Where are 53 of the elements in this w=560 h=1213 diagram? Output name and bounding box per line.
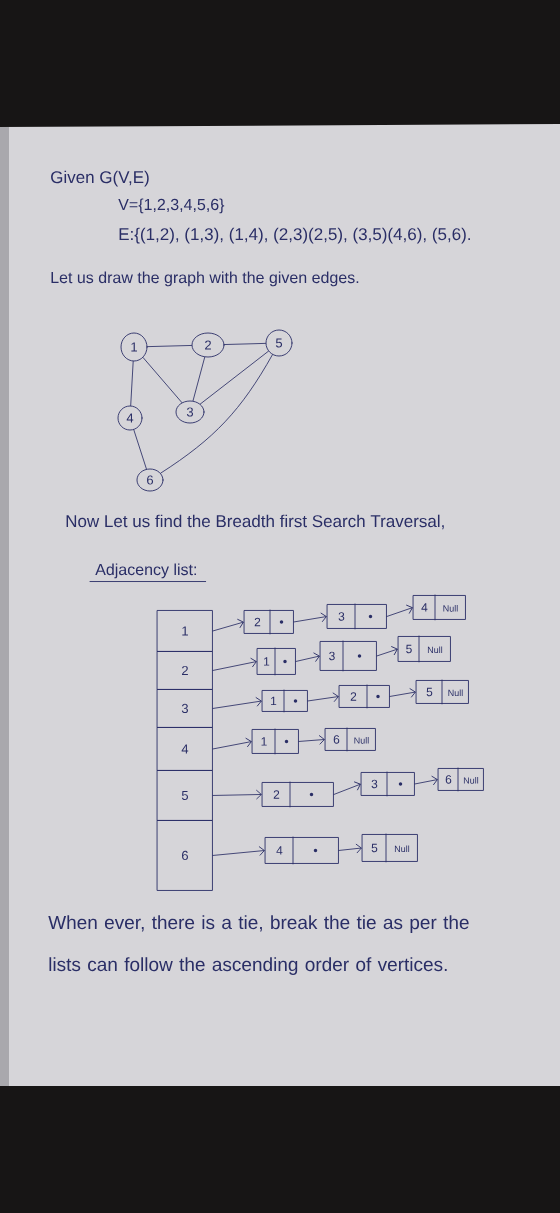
pointer-arrow: [386, 604, 413, 617]
graph-edge: [192, 356, 206, 402]
pointer-arrow: [389, 688, 416, 698]
pointer-arrow: [212, 696, 262, 709]
list-node: 1: [257, 647, 296, 676]
list-node: 2: [339, 684, 390, 709]
pointer-arrow: [212, 789, 262, 800]
list-node: 5 Null: [398, 635, 451, 663]
note-text: Let us draw the graph with the given edges.: [51, 271, 359, 287]
pointer-arrow: [333, 781, 361, 795]
set-notation: E:{(1,2), (1,3), (1,4), (2,3)(2,5), (3,5)(4,6), (5,6).: [119, 227, 470, 244]
array-cell: 1: [157, 610, 213, 652]
list-node: 1: [252, 728, 299, 755]
note-text: Given G(V,E): [51, 170, 149, 187]
section-heading: Adjacency list:: [89, 563, 207, 582]
pointer-arrow: [212, 657, 257, 671]
pointer-arrow: [293, 612, 327, 623]
list-node: 2: [262, 781, 334, 808]
list-node: 3: [320, 640, 377, 672]
graph-edge: [199, 350, 269, 405]
note-text: Now Let us find the Breadth first Search Traversal,: [66, 514, 444, 530]
list-node: 6 Null: [325, 727, 376, 752]
pointer-arrow: [307, 692, 339, 703]
list-node: 6 Null: [438, 767, 484, 792]
note-text: When ever, there is a tie, break the tie as per the lists can follow the ascending order of vertices.: [48, 915, 469, 975]
array-cell: 6: [157, 820, 213, 891]
graph-edge: [142, 357, 183, 403]
list-node: 5 Null: [362, 833, 418, 863]
set-notation: V={1,2,3,4,5,6}: [118, 198, 225, 214]
array-cell: 3: [157, 689, 213, 728]
list-node: 3: [327, 603, 387, 630]
pointer-arrow: [414, 775, 438, 786]
list-node: 5 Null: [416, 679, 469, 705]
pointer-arrow: [212, 618, 244, 632]
array-cell: 5: [157, 770, 213, 821]
array-cell: 4: [157, 727, 213, 771]
array-cell: 2: [157, 651, 213, 690]
pointer-arrow: [212, 846, 265, 856]
graph-edge: [224, 342, 266, 345]
graph-edge: [147, 345, 192, 348]
list-node: 3: [361, 771, 415, 797]
list-node: 1: [262, 689, 308, 713]
pointer-arrow: [298, 734, 325, 745]
pointer-arrow: [338, 843, 362, 854]
list-node: 2: [244, 609, 294, 635]
graph-edge: [160, 354, 273, 474]
pointer-arrow: [212, 737, 252, 750]
graph-edge: [133, 429, 147, 470]
list-node: 4: [265, 836, 339, 865]
pointer-arrow: [376, 646, 398, 657]
list-node: 4 Null: [413, 594, 466, 621]
pointer-arrow: [295, 652, 320, 663]
graph-edge: [130, 361, 134, 406]
